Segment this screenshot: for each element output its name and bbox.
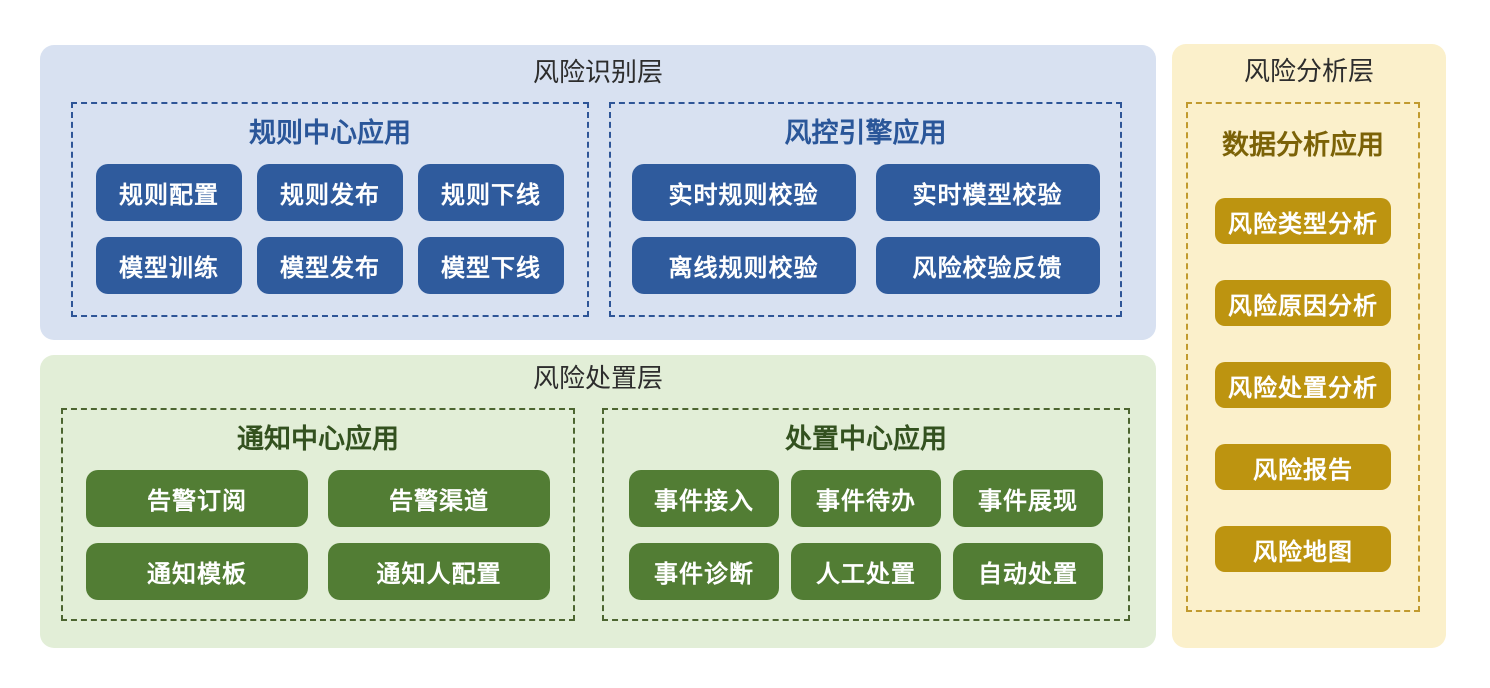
group-title-disposal-center: 处置中心应用 <box>785 424 947 454</box>
group-title-risk-engine: 风控引擎应用 <box>784 118 947 148</box>
node-notify-people: 通知人配置 <box>328 543 550 600</box>
layer-risk-disposal: 风险处置层 通知中心应用 告警订阅 告警渠道 通知模板 通知人配置 处置中心应用… <box>40 355 1156 648</box>
node-grid-rule-center: 规则配置 规则发布 规则下线 模型训练 模型发布 模型下线 <box>73 164 587 294</box>
layer-risk-analysis: 风险分析层 数据分析应用 风险类型分析 风险原因分析 风险处置分析 风险报告 风… <box>1172 44 1446 648</box>
node-event-todo: 事件待办 <box>791 470 941 527</box>
node-auto-handle: 自动处置 <box>953 543 1103 600</box>
node-risk-report: 风险报告 <box>1215 444 1391 490</box>
layer-title-risk-analysis: 风险分析层 <box>1243 56 1374 86</box>
node-model-train: 模型训练 <box>96 237 242 294</box>
node-risk-cause-analysis: 风险原因分析 <box>1215 280 1391 326</box>
layer-risk-identification: 风险识别层 规则中心应用 规则配置 规则发布 规则下线 模型训练 模型发布 模型… <box>40 45 1156 340</box>
node-event-access: 事件接入 <box>629 470 779 527</box>
group-disposal-center: 处置中心应用 事件接入 事件待办 事件展现 事件诊断 人工处置 自动处置 <box>602 408 1130 621</box>
node-model-offline: 模型下线 <box>418 237 564 294</box>
group-notify-center: 通知中心应用 告警订阅 告警渠道 通知模板 通知人配置 <box>61 408 575 621</box>
node-grid-data-analysis: 风险类型分析 风险原因分析 风险处置分析 风险报告 风险地图 <box>1188 198 1418 572</box>
node-grid-disposal-center: 事件接入 事件待办 事件展现 事件诊断 人工处置 自动处置 <box>604 470 1128 600</box>
node-risk-check-feedback: 风险校验反馈 <box>875 237 1100 294</box>
group-title-rule-center: 规则中心应用 <box>249 118 411 148</box>
group-rule-center: 规则中心应用 规则配置 规则发布 规则下线 模型训练 模型发布 模型下线 <box>71 102 589 317</box>
node-rule-publish: 规则发布 <box>257 164 403 221</box>
node-realtime-model-check: 实时模型校验 <box>875 164 1100 221</box>
node-alert-channel: 告警渠道 <box>328 470 550 527</box>
group-title-notify-center: 通知中心应用 <box>237 424 399 454</box>
group-risk-engine: 风控引擎应用 实时规则校验 实时模型校验 离线规则校验 风险校验反馈 <box>609 102 1122 317</box>
node-rule-config: 规则配置 <box>96 164 242 221</box>
node-grid-risk-engine: 实时规则校验 实时模型校验 离线规则校验 风险校验反馈 <box>611 164 1120 294</box>
node-event-display: 事件展现 <box>953 470 1103 527</box>
node-grid-notify-center: 告警订阅 告警渠道 通知模板 通知人配置 <box>63 470 573 600</box>
layer-title-risk-identification: 风险识别层 <box>532 57 663 87</box>
node-offline-rule-check: 离线规则校验 <box>631 237 856 294</box>
group-title-data-analysis: 数据分析应用 <box>1222 130 1384 160</box>
node-realtime-rule-check: 实时规则校验 <box>631 164 856 221</box>
node-model-publish: 模型发布 <box>257 237 403 294</box>
node-risk-map: 风险地图 <box>1215 526 1391 572</box>
node-rule-offline: 规则下线 <box>418 164 564 221</box>
node-event-diagnose: 事件诊断 <box>629 543 779 600</box>
node-manual-handle: 人工处置 <box>791 543 941 600</box>
layer-title-risk-disposal: 风险处置层 <box>532 363 663 393</box>
node-risk-type-analysis: 风险类型分析 <box>1215 198 1391 244</box>
node-notify-template: 通知模板 <box>86 543 308 600</box>
group-data-analysis: 数据分析应用 风险类型分析 风险原因分析 风险处置分析 风险报告 风险地图 <box>1186 102 1420 612</box>
node-risk-disposal-analysis: 风险处置分析 <box>1215 362 1391 408</box>
node-alert-subscribe: 告警订阅 <box>86 470 308 527</box>
